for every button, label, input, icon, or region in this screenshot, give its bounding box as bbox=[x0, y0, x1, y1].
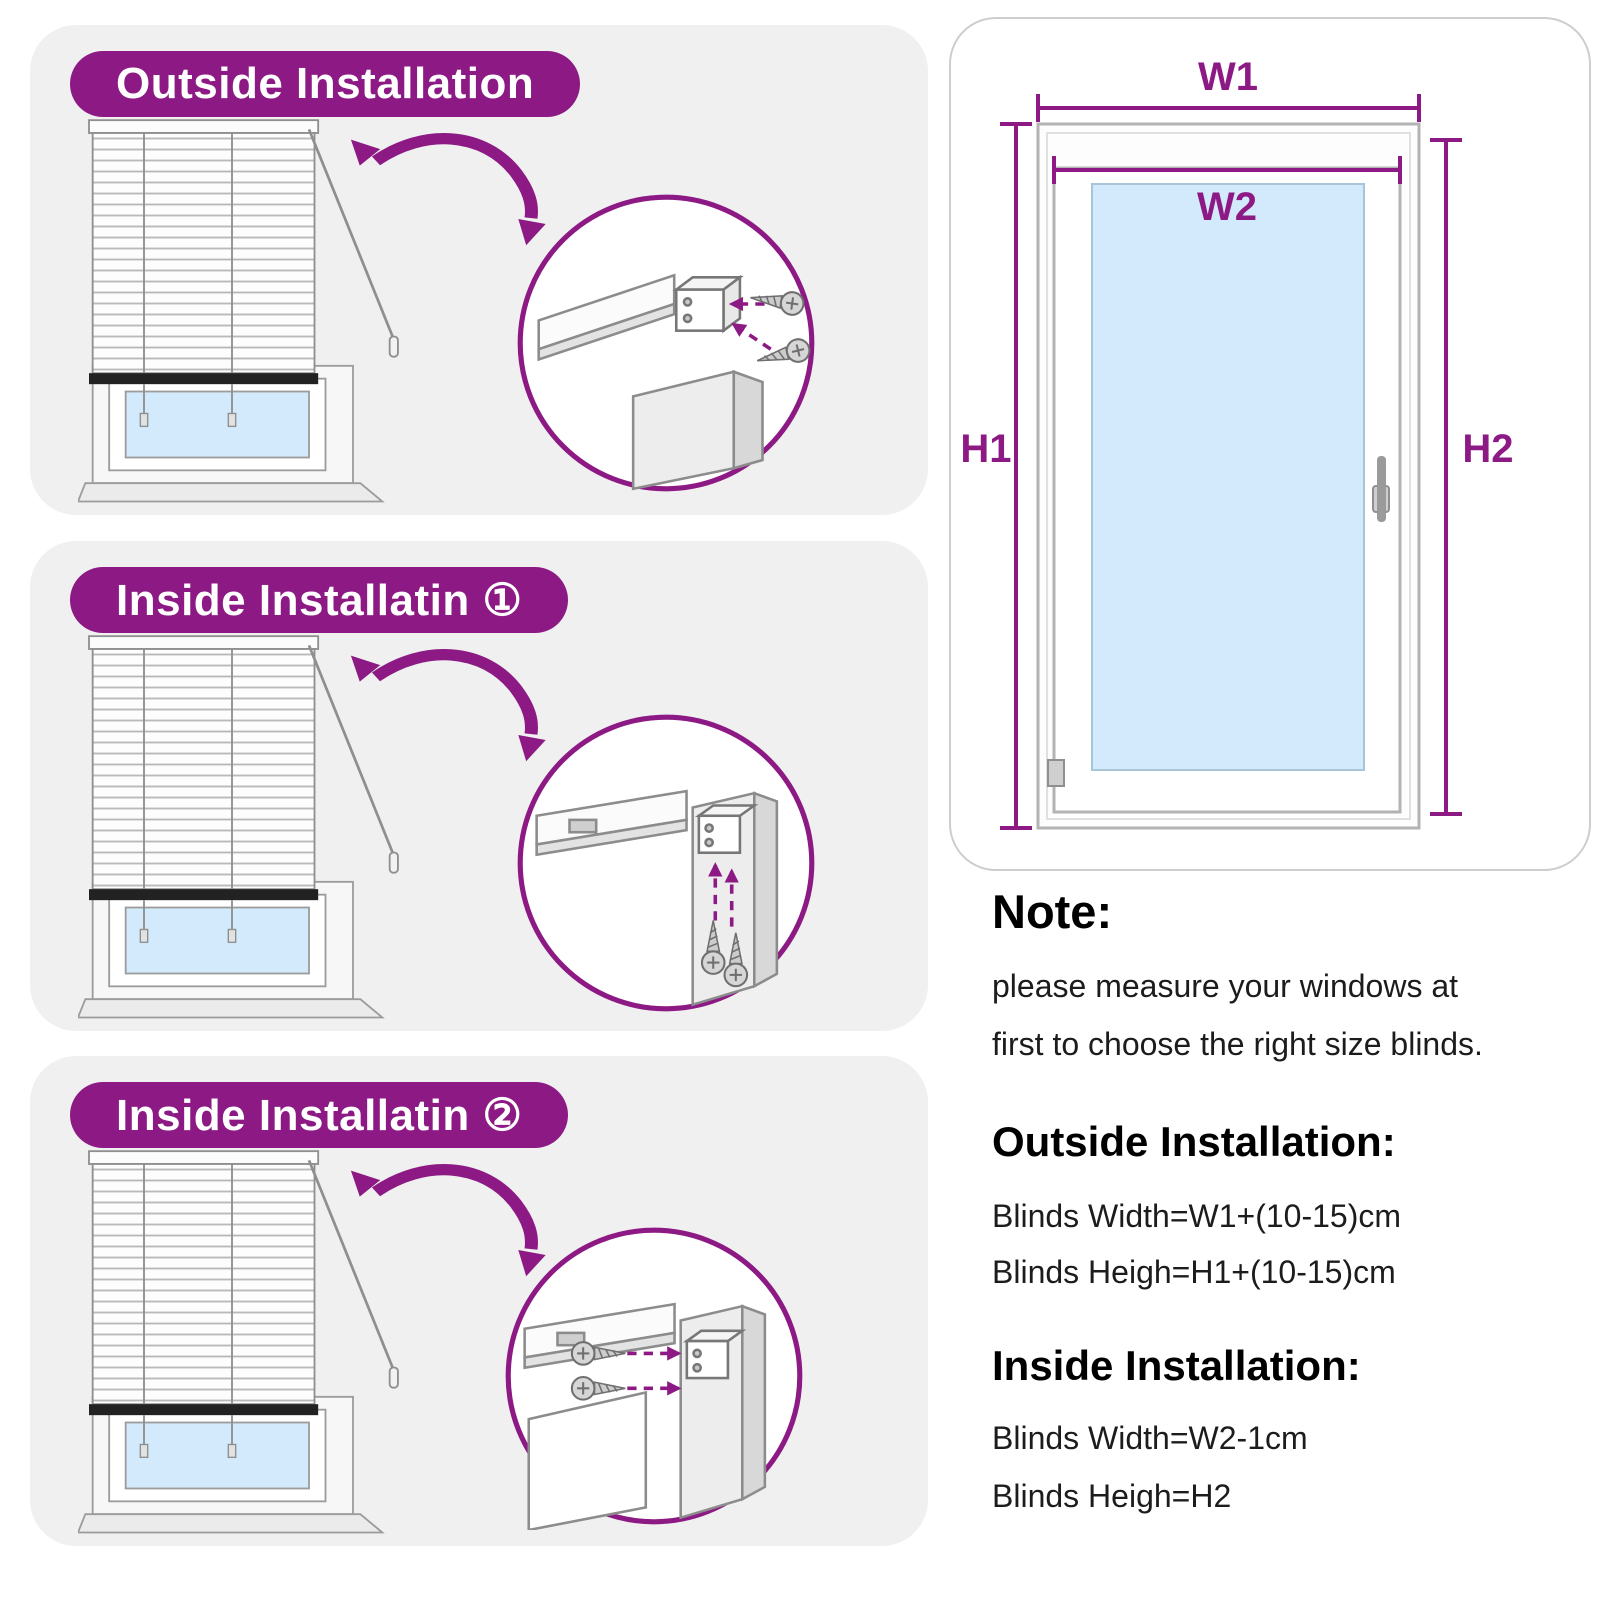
h2-dimension-line bbox=[1430, 138, 1462, 816]
blinds-illustration bbox=[78, 634, 400, 1019]
h1-dimension-line bbox=[1000, 122, 1032, 830]
panel-title-pill: Inside Installatin ① bbox=[70, 567, 569, 633]
panel-inside-installation-1: Inside Installatin ① bbox=[30, 541, 928, 1031]
h1-label: H1 bbox=[960, 427, 1011, 471]
window-frame bbox=[1036, 122, 1421, 830]
window-glass bbox=[1091, 183, 1365, 771]
outside-width-formula: Blinds Width=W1+(10-15)cm bbox=[992, 1198, 1402, 1234]
note-body-line-2: first to choose the right size blinds. bbox=[992, 1026, 1483, 1062]
panel-outside-installation: Outside Installation bbox=[30, 25, 928, 515]
h2-label: H2 bbox=[1462, 427, 1513, 471]
window-measurement-diagram: W1 W2 H1 H2 bbox=[949, 17, 1591, 871]
note-title: Note: bbox=[992, 885, 1113, 938]
w2-dimension-line bbox=[1052, 156, 1402, 184]
window-handle bbox=[1372, 456, 1390, 522]
curved-arrow-icon bbox=[341, 131, 546, 247]
blinds-illustration bbox=[78, 1149, 400, 1534]
curved-arrow-icon bbox=[341, 647, 546, 763]
w1-dimension-line bbox=[1036, 94, 1421, 122]
bracket-detail-circle bbox=[508, 1230, 800, 1530]
panel-title-pill: Outside Installation bbox=[70, 51, 581, 117]
panel-inside-installation-2: Inside Installatin ② bbox=[30, 1056, 928, 1546]
outside-height-formula: Blinds Heigh=H1+(10-15)cm bbox=[992, 1254, 1396, 1290]
bracket-detail-circle bbox=[520, 717, 812, 1009]
blinds-illustration bbox=[78, 118, 400, 503]
panel-title: Outside Installation bbox=[116, 59, 535, 108]
note-body-line-1: please measure your windows at bbox=[992, 968, 1459, 1004]
panel-title: Inside Installatin ② bbox=[116, 1090, 523, 1140]
panel-title-pill: Inside Installatin ② bbox=[70, 1082, 569, 1148]
outside-installation-heading: Outside Installation: bbox=[992, 1118, 1396, 1165]
w1-label: W1 bbox=[1198, 55, 1258, 99]
window-hinge bbox=[1047, 759, 1065, 787]
inside-installation-heading: Inside Installation: bbox=[992, 1342, 1361, 1389]
panel-title: Inside Installatin ① bbox=[116, 575, 523, 625]
w2-label: W2 bbox=[1197, 185, 1257, 229]
inside-width-formula: Blinds Width=W2-1cm bbox=[992, 1420, 1308, 1456]
bracket-detail-circle bbox=[520, 197, 812, 489]
curved-arrow-icon bbox=[341, 1162, 546, 1278]
inside-height-formula: Blinds Heigh=H2 bbox=[992, 1478, 1232, 1514]
